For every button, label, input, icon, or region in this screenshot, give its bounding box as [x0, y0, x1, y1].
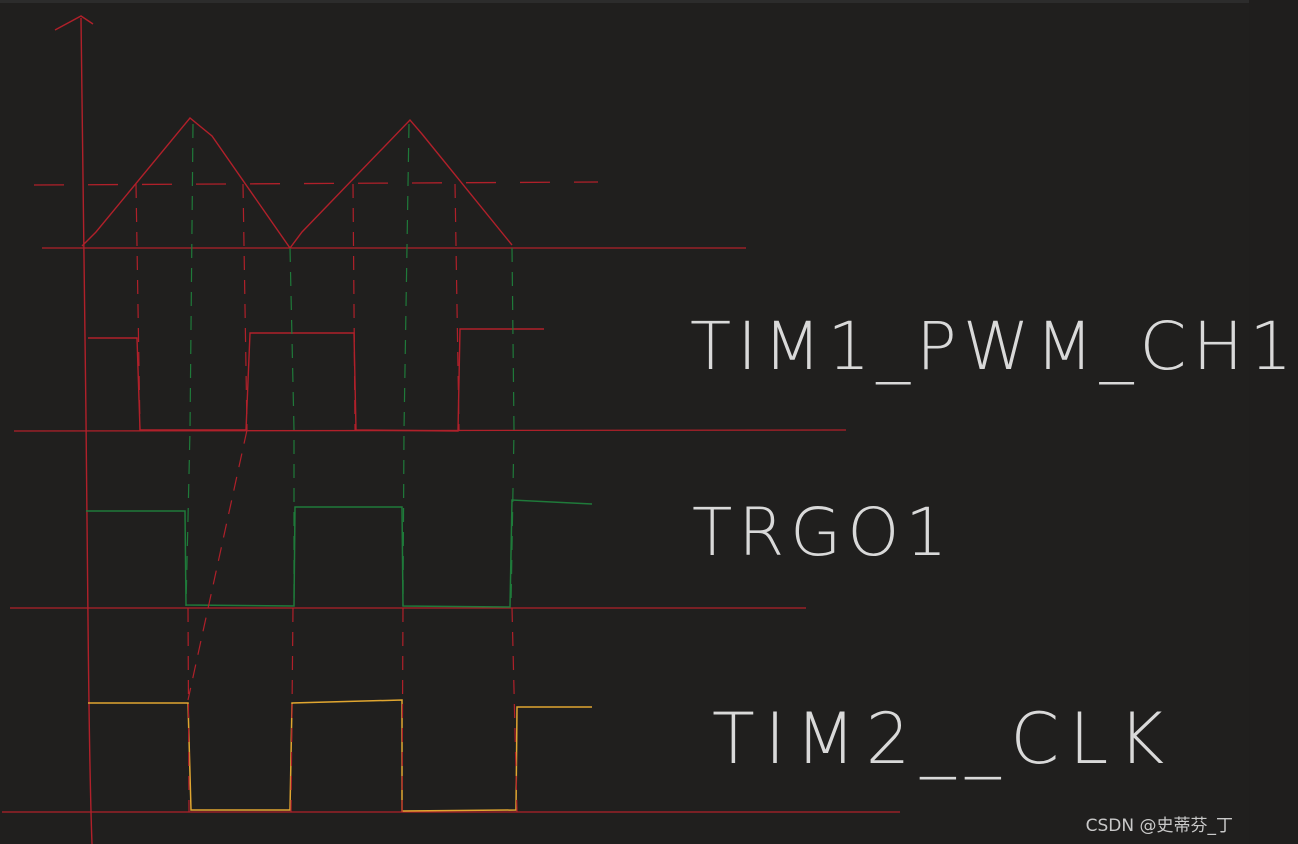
- guide-red-2: [187, 183, 248, 701]
- label-tim1-pwm-ch1: TIM1_PWM_CH1: [690, 308, 1298, 385]
- guide-red-6: [290, 607, 294, 813]
- window-top-strip: [0, 0, 1249, 3]
- guide-green-3: [402, 123, 410, 607]
- guide-green-1: [185, 123, 194, 607]
- guide-green-2: [289, 247, 295, 606]
- red-guides: [135, 183, 518, 813]
- guide-red-5: [187, 607, 190, 813]
- guide-red-1: [135, 183, 141, 431]
- guide-green-4: [510, 247, 515, 607]
- label-tim2-clk: TIM2__CLK: [712, 698, 1175, 780]
- guide-red-8: [511, 607, 518, 813]
- vertical-axis: [80, 17, 93, 844]
- tim2-clk-waveform: [88, 699, 592, 812]
- timing-diagram: [2, 15, 900, 844]
- guide-red-4: [454, 183, 460, 431]
- guide-red-3: [352, 183, 356, 431]
- compare-threshold-line: [33, 181, 599, 186]
- csdn-watermark: CSDN @史蒂芬_丁: [1085, 816, 1233, 836]
- trgo-waveform: [86, 499, 593, 608]
- label-trgo1: TRGO1: [692, 494, 954, 571]
- counter-triangle-waveform: [81, 117, 513, 250]
- pwm-ch1-waveform: [88, 328, 544, 432]
- axis-arrowhead: [54, 15, 94, 31]
- guide-red-7: [401, 607, 404, 813]
- green-guides: [185, 123, 515, 607]
